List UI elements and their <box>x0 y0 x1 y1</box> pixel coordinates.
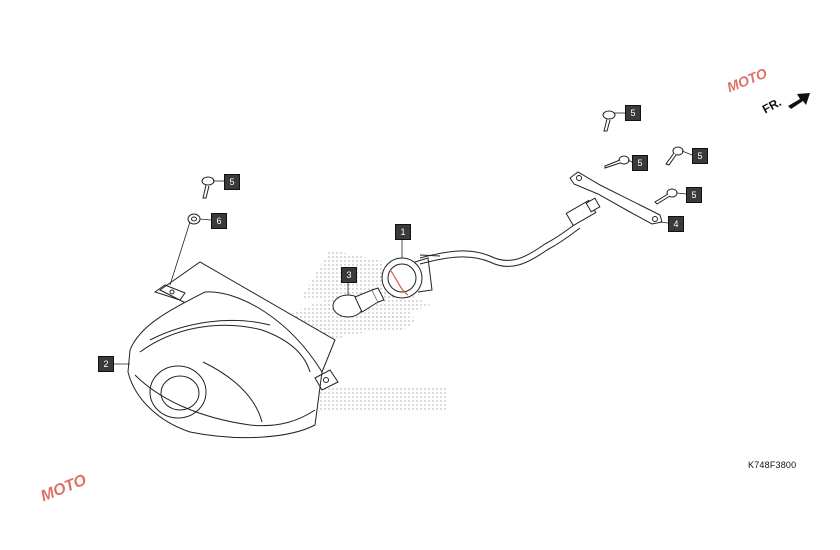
callout-screw-middle-right: 5 <box>692 148 708 164</box>
screw-lower-right[interactable] <box>654 188 678 205</box>
callout-grommet: 6 <box>211 213 227 229</box>
screw-top-right[interactable] <box>602 110 616 132</box>
headlight-unit[interactable] <box>127 221 339 439</box>
socket-harness[interactable] <box>381 197 601 299</box>
front-direction-arrow <box>788 93 810 109</box>
callout-headlight-unit: 2 <box>98 356 114 372</box>
screw-middle-right[interactable] <box>665 146 684 166</box>
callout-stay-bracket: 4 <box>668 216 684 232</box>
screw-middle-left[interactable] <box>604 155 630 169</box>
grommet[interactable] <box>187 213 201 225</box>
callout-bulb: 3 <box>341 267 357 283</box>
callout-socket-harness: 1 <box>395 224 411 240</box>
screw-left[interactable] <box>201 176 215 199</box>
leader-lines <box>113 112 693 365</box>
bulb[interactable] <box>332 287 385 318</box>
callout-screw-top-right: 5 <box>625 105 641 121</box>
callout-screw-lower-right: 5 <box>686 187 702 203</box>
callout-screw-middle-left: 5 <box>632 155 648 171</box>
callout-screw-left: 5 <box>224 174 240 190</box>
diagram-code: K748F3800 <box>748 460 797 470</box>
